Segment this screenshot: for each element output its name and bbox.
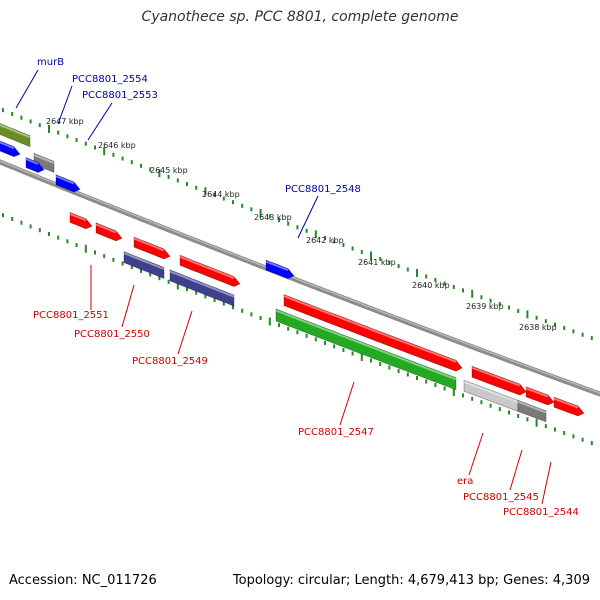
gene-label-leader (509, 449, 523, 491)
gene-2550-shine (123, 252, 165, 270)
gene-rev-5-shine (471, 366, 521, 387)
gene-2547-red-shine (283, 295, 457, 363)
gene-rev-4-shine (179, 255, 235, 280)
tick-label: 2646 kbp (98, 141, 136, 150)
genome-backbone (0, 159, 600, 397)
gene-rev-5[interactable] (471, 365, 527, 396)
gene-2547-red[interactable] (283, 294, 463, 372)
gene-label[interactable]: era (457, 476, 473, 487)
gene-era-shine (463, 380, 519, 403)
gene-rev-1[interactable] (69, 211, 93, 230)
gene-label-leader (339, 381, 355, 426)
gene-label-leader (541, 461, 552, 505)
gene-label[interactable]: PCC8801_2550 (74, 329, 150, 340)
tick-label: 2640 kbp (412, 281, 450, 290)
gene-2550[interactable] (123, 251, 165, 280)
gene-2545[interactable] (517, 399, 547, 423)
gene-label-leader (15, 69, 39, 109)
tick-label: 2638 kbp (519, 323, 557, 332)
accession-text: Accession: NC_011726 (9, 573, 157, 588)
genome-backbone-highlight (0, 160, 600, 394)
gene-label-leader (297, 195, 319, 239)
gene-fwd-a-shine (0, 141, 15, 150)
gene-label[interactable]: PCC8801_2547 (298, 427, 374, 438)
gene-fwd-b[interactable] (25, 157, 45, 173)
tick-label: 2644 kbp (202, 190, 240, 199)
gene-label-leader (57, 85, 73, 125)
gene-rev-7[interactable] (553, 396, 585, 417)
gene-2545-shine (517, 400, 547, 414)
gene-rev-1-shine (69, 212, 87, 222)
gene-2549[interactable] (169, 269, 235, 307)
gene-rev-3[interactable] (133, 236, 171, 260)
gene-label[interactable]: PCC8801_2548 (285, 184, 361, 195)
topology-text: Topology: circular; Length: 4,679,413 bp… (232, 573, 590, 588)
gene-rev-2-shine (95, 223, 117, 234)
gene-label[interactable]: murB (37, 57, 64, 68)
gene-murB-shine (0, 123, 31, 139)
gene-rev-2[interactable] (95, 222, 123, 242)
gene-rev-6[interactable] (525, 386, 555, 406)
gene-label[interactable]: PCC8801_2549 (132, 356, 208, 367)
gene-label-leader (121, 284, 135, 328)
gene-2549-shine (169, 270, 235, 298)
gene-2554-shine (33, 153, 55, 164)
gene-label-leader (87, 102, 113, 141)
gene-rev-7-shine (553, 397, 579, 409)
gene-rev-6-shine (525, 387, 549, 398)
gene-rev-4[interactable] (179, 254, 241, 288)
gene-fwd-c[interactable] (55, 174, 81, 193)
gene-rev-3-shine (133, 237, 165, 252)
tick-label: 2647 kbp (46, 117, 84, 126)
gene-fwd-b-shine (25, 158, 39, 165)
tick-label: 2642 kbp (306, 236, 344, 245)
gene-label-leader (177, 310, 193, 355)
gene-2547[interactable] (275, 308, 457, 391)
gene-label[interactable]: PCC8801_2545 (463, 492, 539, 503)
gene-2548-shine (265, 260, 289, 272)
gene-label[interactable]: PCC8801_2553 (82, 90, 158, 101)
gene-label[interactable]: PCC8801_2554 (72, 74, 148, 85)
tick-label: 2639 kbp (466, 302, 504, 311)
gene-2548[interactable] (265, 259, 295, 280)
gene-fwd-a[interactable] (0, 139, 21, 158)
gene-2547-shine (275, 309, 457, 381)
gene-label[interactable]: PCC8801_2544 (503, 507, 579, 518)
map-title: Cyanothece sp. PCC 8801, complete genome (141, 9, 459, 25)
gene-fwd-c-shine (55, 175, 75, 185)
tick-label: 2643 kbp (254, 213, 292, 222)
gene-label[interactable]: PCC8801_2551 (33, 310, 109, 321)
tick-label: 2641 kbp (358, 258, 396, 267)
tick-label: 2645 kbp (150, 166, 188, 175)
gene-murB[interactable] (0, 122, 31, 148)
gene-label-leader (468, 432, 484, 476)
